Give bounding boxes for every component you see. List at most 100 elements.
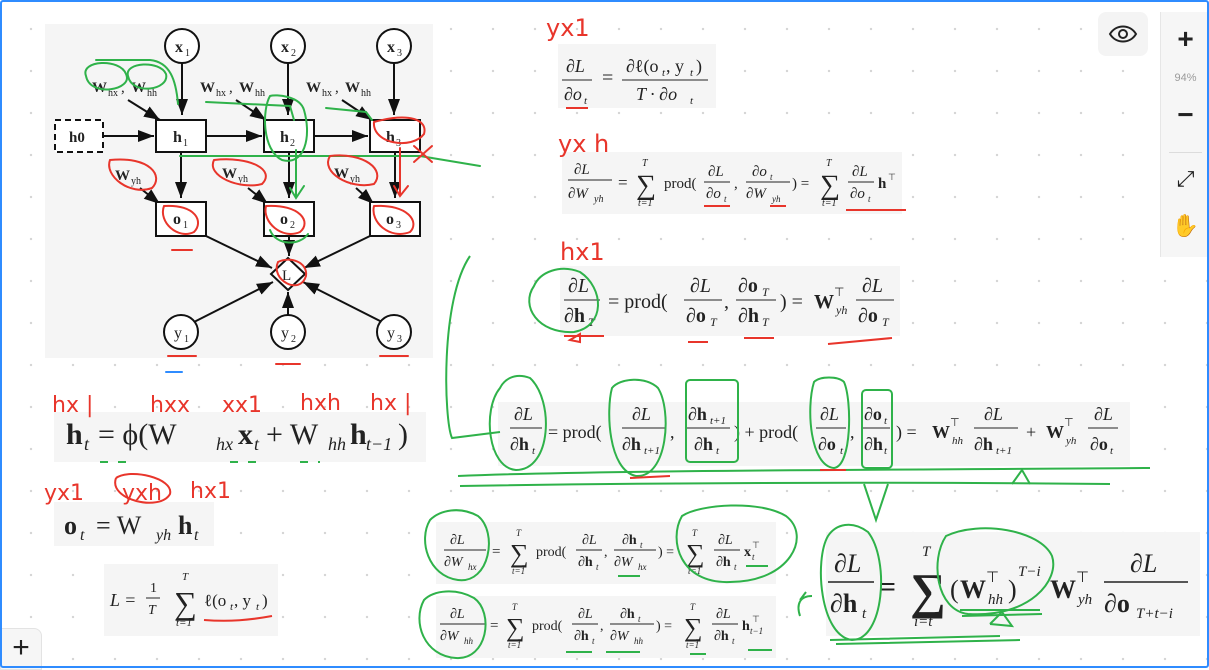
svg-text:∂o: ∂o [850,186,865,202]
svg-text:yh: yh [154,527,171,544]
svg-text:T · ∂o: T · ∂o [636,84,677,104]
svg-text:T: T [690,602,696,612]
svg-text:∂L: ∂L [568,275,589,297]
svg-text:hh: hh [988,592,1003,608]
svg-text:t: t [532,445,536,457]
svg-text:L: L [282,268,291,284]
svg-text:t: t [724,194,727,204]
svg-text:): ) [1008,575,1017,604]
svg-text:∂W: ∂W [440,629,460,644]
eq5-ink [424,504,798,584]
zoom-out-button[interactable]: − [1177,99,1194,130]
svg-text:⊤: ⊤ [888,172,896,182]
svg-text:W: W [960,575,986,604]
svg-text:∂o: ∂o [1104,589,1130,618]
svg-text:hh: hh [328,434,346,454]
loss-card [104,564,278,636]
svg-text:,: , [734,176,738,192]
svg-text:∂L: ∂L [690,275,711,297]
eq4-card [498,402,1130,466]
svg-text:∂h: ∂h [716,555,731,570]
svg-text:t: t [230,601,234,613]
svg-text:t=1: t=1 [822,198,837,209]
svg-text:i=t: i=t [914,614,933,630]
w-hx-hh-label-3: W hx , W hh [306,80,371,99]
zoom-level: 94% [1174,72,1197,84]
svg-text:hh: hh [464,636,474,646]
view-toggle-button[interactable] [1098,12,1148,56]
w-hx-hh-label-2: W hx , W hh [200,80,265,99]
ht-equation: h t = ϕ(W hx x t + W hh h t−1 ) [66,418,408,454]
svg-text:(: ( [950,575,959,604]
svg-text:,: , [604,545,608,560]
dimension-annotations: yx1 yx h hx1 hx | hxx xx1 hxh hx | yx1 y… [44,14,609,506]
svg-text:t: t [884,415,888,427]
eq5-equation: ∂L ∂W hx = ∑ T t=1 prod( ∂L ∂h t , ∂h t … [444,528,760,576]
hand-tool-button[interactable]: ✋ [1161,210,1209,242]
svg-text:hh: hh [634,636,644,646]
svg-text:∂o: ∂o [818,434,836,454]
x3-node: x 3 [376,28,412,64]
svg-text:T: T [922,544,932,560]
hand-icon: ✋ [1171,213,1200,238]
eq1-equation: ∂L ∂o t = ∂ℓ(o t , y t ) T · ∂o t [562,56,708,107]
svg-text:W: W [1050,575,1076,604]
svg-text:⊤: ⊤ [1076,570,1089,586]
eq7-equation: ∂L ∂h t = ∑ T i=t ( W ⊤ hh ) T−i W ⊤ yh … [828,544,1188,630]
svg-text:2: 2 [291,48,296,59]
svg-text:W: W [814,291,834,313]
svg-text:x: x [238,418,253,451]
svg-text:t: t [732,636,735,646]
svg-text:h: h [386,129,395,146]
fit-screen-button[interactable]: ⤢ [1161,164,1209,194]
svg-text:T: T [762,315,770,329]
svg-text:t: t [690,67,694,79]
svg-text:prod(: prod( [536,545,567,560]
svg-text:∂h: ∂h [574,629,589,644]
svg-text:t: t [256,601,260,613]
svg-text:, y: , y [666,56,684,76]
svg-text:∂L: ∂L [578,607,593,622]
svg-text:hx |: hx | [52,393,93,418]
x2-node: x 2 [270,28,306,64]
zoom-in-button[interactable]: + [1177,23,1194,54]
svg-text:L =: L = [109,590,136,610]
svg-text:h: h [350,418,367,451]
svg-text:t: t [638,614,641,624]
svg-text:3: 3 [397,334,402,345]
svg-text:t: t [584,95,588,107]
svg-text:yx h: yx h [558,130,609,158]
svg-text:∂L: ∂L [450,533,465,548]
svg-text:y: y [387,325,395,342]
svg-text:W: W [200,80,215,96]
svg-text:o: o [386,211,394,228]
svg-text:) =: ) = [896,422,917,443]
eq1-card [558,44,716,108]
svg-text:hxx: hxx [150,393,190,418]
svg-text:t: t [80,527,85,544]
svg-text:h0: h0 [69,130,85,146]
svg-text:=: = [490,618,498,634]
svg-text:T+t−i: T+t−i [1136,606,1173,622]
svg-text:+: + [1026,422,1036,442]
svg-text:x: x [387,39,395,56]
svg-text:2: 2 [290,220,295,231]
rnn-diagram: x 1 x 2 x 3 W hx , W hh W hx , W [54,28,421,350]
svg-text:T: T [516,528,522,538]
svg-text:W: W [345,80,360,96]
svg-text:x: x [281,39,289,56]
svg-text:∂o: ∂o [858,305,878,327]
svg-text:) =: ) = [780,291,803,313]
plus-icon: + [12,631,30,664]
svg-text:W: W [239,80,254,96]
add-button[interactable]: + [0,628,42,670]
svg-text:t: t [592,636,595,646]
svg-text:) + prod(: ) + prod( [734,422,798,443]
zoom-toolbar: + 94% − ⤢ ✋ [1160,12,1209,257]
svg-text:,: , [229,80,233,96]
svg-text:W: W [115,168,130,184]
svg-text:hxh: hxh [300,391,341,416]
svg-text:T: T [882,315,890,329]
svg-text:yh: yh [350,174,360,185]
svg-text:yh: yh [1076,592,1092,608]
